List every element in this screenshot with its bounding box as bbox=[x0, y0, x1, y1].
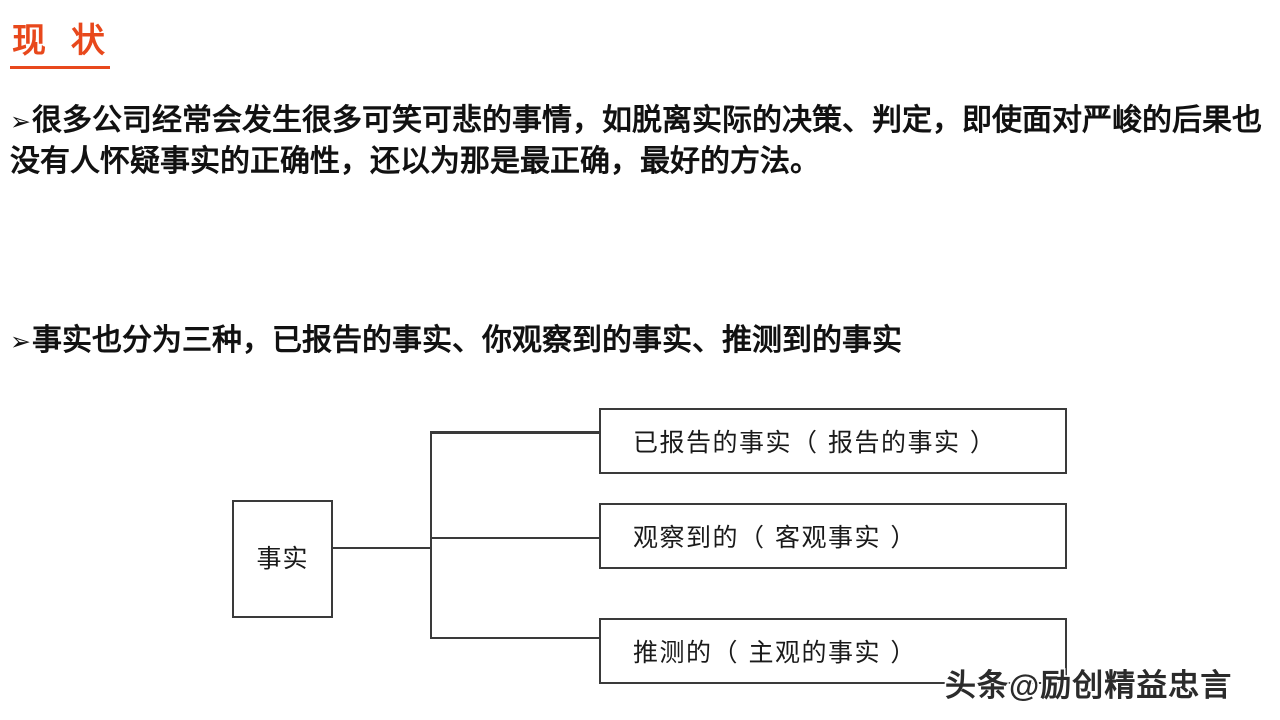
bullet-text-2: 事实也分为三种，已报告的事实、你观察到的事实、推测到的事实 bbox=[31, 324, 902, 357]
diagram-leaf-node-observed-fact: 观察到的（ 客观事实 ） bbox=[599, 503, 1067, 569]
bullet-text-1: 很多公司经常会发生很多可笑可悲的事情，如脱离实际的决策、判定，即使面对严峻的后果… bbox=[10, 104, 1262, 178]
watermark: 头条@励创精益忠言 bbox=[945, 668, 1233, 703]
diagram-root-node: 事实 bbox=[232, 500, 333, 618]
title-underline bbox=[10, 66, 110, 69]
fact-classification-diagram: 事实 已报告的事实（ 报告的事实 ） 观察到的（ 客观事实 ） 推测的（ 主观的… bbox=[0, 390, 1280, 700]
bullet-paragraph-1: ➢很多公司经常会发生很多可笑可悲的事情，如脱离实际的决策、判定，即使面对严峻的后… bbox=[10, 100, 1274, 182]
diagram-leaf-node-inferred-fact: 推测的（ 主观的事实 ） bbox=[599, 618, 1067, 684]
connector-trunk bbox=[429, 431, 432, 639]
connector-branch-2 bbox=[429, 536, 602, 539]
connector-root-stub bbox=[333, 546, 432, 549]
connector-branch-1 bbox=[429, 431, 602, 434]
bullet-paragraph-2: ➢事实也分为三种，已报告的事实、你观察到的事实、推测到的事实 bbox=[10, 320, 1274, 361]
diagram-leaf-node-reported-fact: 已报告的事实（ 报告的事实 ） bbox=[599, 408, 1067, 474]
arrow-bullet-icon: ➢ bbox=[10, 107, 31, 136]
connector-branch-3 bbox=[429, 636, 602, 639]
arrow-bullet-icon: ➢ bbox=[10, 327, 31, 356]
page-title: 现 状 bbox=[12, 22, 107, 60]
